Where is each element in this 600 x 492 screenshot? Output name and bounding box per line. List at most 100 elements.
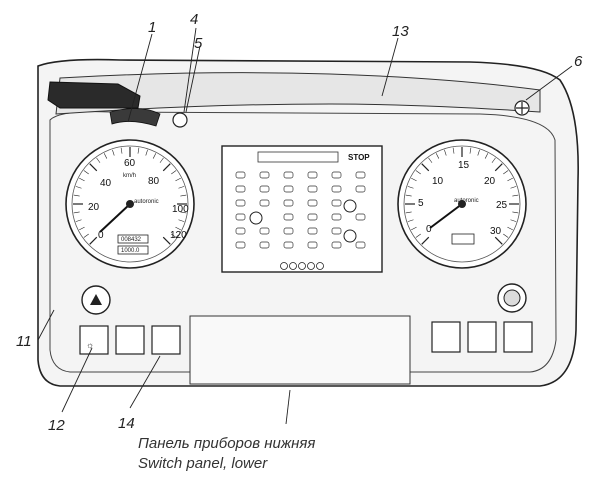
warning-lamp-icon [259,185,270,193]
warning-lamp-icon [307,185,318,193]
indicator-lamp-icon [298,262,306,270]
callout-12: 12 [48,417,65,434]
tacho-tick-mark [469,147,472,154]
warning-lamp-icon [235,199,246,207]
speedo-tick-mark [180,194,187,197]
tacho-tick-mark [512,211,519,214]
warning-lamp-icon [307,241,318,249]
tacho-tick-mark [494,236,503,245]
caption-ru: Панель приборов нижняя [138,435,316,452]
speedo-tick-mark [89,163,98,172]
speedo-hub [126,200,134,208]
speedo-tick-mark [79,177,85,182]
callout-4: 4 [190,11,198,28]
warning-lamp-icon [307,227,318,235]
tacho-tick-mark [510,186,517,189]
warning-lamp-icon [307,171,318,179]
speedo-tick-mark [83,170,89,175]
tacho-tick-mark [435,153,440,159]
tacho-tick-mark [415,170,421,175]
tacho-tick-mark [494,163,503,172]
trip-value: 1000.0 [121,248,140,254]
speedo-tick-mark [103,153,108,159]
caption-en: Switch panel, lower [138,455,268,472]
tacho-tick-10: 10 [432,176,444,187]
speedo-tick-80: 80 [148,176,160,187]
tacho-tick-mark [421,236,430,245]
tacho-tick-mark [405,194,412,197]
tacho-tick-30: 30 [490,226,502,237]
warning-lamp-icon [235,241,246,249]
indicator-lamp-icon [289,262,297,270]
speedo-tick-mark [73,194,80,197]
warning-lamp-icon [235,185,246,193]
warning-lamp-icon [283,199,294,207]
tacho-tick-mark [444,149,447,156]
speedo-tick-mark [120,147,123,154]
tacho-tick-mark [452,147,455,154]
tachometer: 0 5 10 15 20 25 30 autoronic [397,139,527,269]
stop-label: STOP [348,153,370,162]
leader-lines [37,27,573,425]
tacho-tick-mark [405,211,412,214]
tacho-tick-15: 15 [458,160,470,171]
warning-lamp-icon [259,227,270,235]
warning-lamp-icon [283,241,294,249]
warning-lamp-icon [355,213,366,221]
speedo-tick-mark [137,147,140,154]
warning-lamp-icon [259,241,270,249]
tacho-tick-mark [507,177,513,182]
callout-14: 14 [118,415,135,432]
tacho-tick-mark [415,233,421,238]
speedo-tick-100: 100 [172,204,189,215]
lower-switches-right [431,321,533,353]
tacho-tick-mark [428,157,433,163]
speedo-tick-mark [89,236,98,245]
odometer-value: 008432 [121,237,142,243]
speedo-tick-60: 60 [124,158,136,169]
warning-lamp-icon [283,185,294,193]
speedo-tick-mark [162,236,171,245]
speedo-tick-mark [175,177,181,182]
speedo-tick-mark [171,233,177,238]
tacho-tick-mark [407,186,414,189]
speedo-tick-mark [79,226,85,231]
callout-13: 13 [392,23,409,40]
speedo-tick-40: 40 [100,178,112,189]
tacho-brand: autoronic [454,198,479,204]
pressure-gauge [343,229,357,243]
fuel-gauge [249,211,263,225]
tacho-tick-mark [407,219,414,222]
sun-icon: ☼ [86,340,94,350]
tacho-tick-mark [477,149,480,156]
warning-lamp-icon [259,199,270,207]
speedo-tick-mark [159,157,164,163]
trip-box [117,245,149,255]
speedo-tick-20: 20 [88,202,100,213]
tacho-needle [429,203,463,229]
tacho-tick-20: 20 [484,176,496,187]
warning-lamp-icon [331,185,342,193]
lever-slot [109,108,161,127]
speedo-tick-mark [83,233,89,238]
tacho-tick-mark [503,233,509,238]
speedo-needle [99,203,131,233]
tacho-tick-mark [510,219,517,222]
speedometer: 0 20 40 60 80 100 120 km/h autoronic 008… [65,139,195,269]
warning-lamp-icon [259,171,270,179]
center-warning-panel: STOP [221,145,383,273]
speedo-tick-mark [75,186,82,189]
tacho-hub [458,200,466,208]
warning-lamp-icon [283,227,294,235]
hazard-switch [81,285,111,315]
speedo-tick-mark [145,149,148,156]
speedo-tick-mark [162,163,171,172]
speedo-tick-mark [171,170,177,175]
warning-lamp-icon [331,227,342,235]
lower-switches-left: ☼ [79,325,181,355]
warning-lamp-icon [331,171,342,179]
callout-5: 5 [194,35,203,52]
visor [55,72,541,115]
warning-lamp-icon [235,213,246,221]
